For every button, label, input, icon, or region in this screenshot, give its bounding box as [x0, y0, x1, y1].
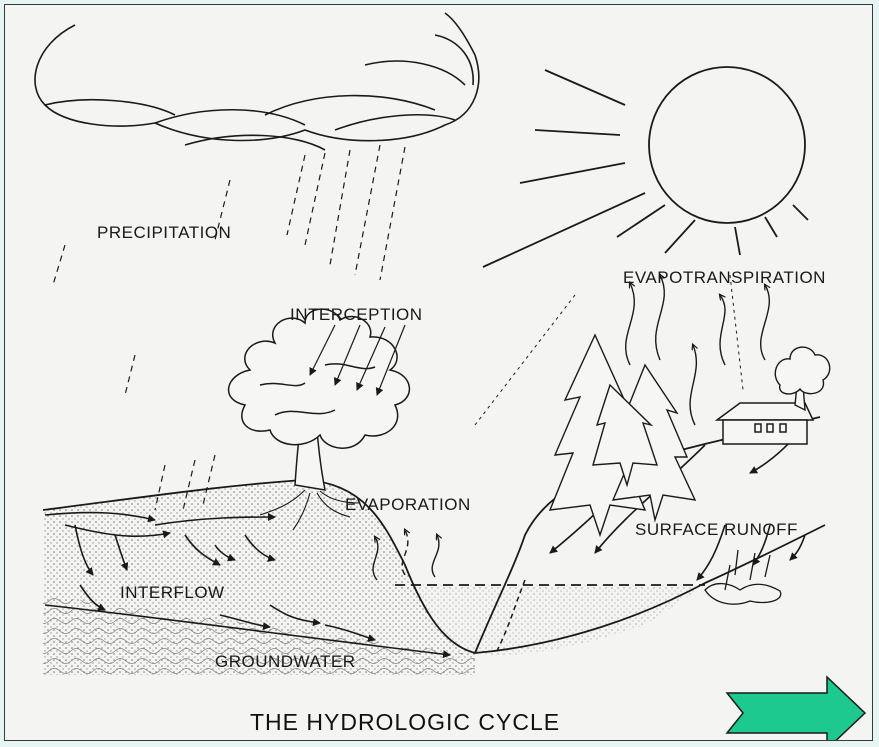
- label-interflow: INTERFLOW: [120, 583, 225, 602]
- sunlight-dotted-ray: [475, 295, 575, 425]
- label-evaporation: EVAPORATION: [345, 495, 471, 514]
- diagram-title: THE HYDROLOGIC CYCLE: [250, 709, 560, 735]
- sun: [483, 67, 808, 267]
- right-arrow-icon: [727, 677, 865, 741]
- label-interception: INTERCEPTION: [290, 305, 423, 324]
- cloud: [35, 13, 479, 150]
- house: [717, 403, 813, 444]
- sunlight-dotted-ray-house: [730, 275, 743, 390]
- label-surface-runoff: SURFACE RUNOFF: [635, 520, 798, 539]
- deciduous-tree: [229, 309, 410, 490]
- label-evapotranspiration: EVAPOTRANSPIRATION: [623, 268, 826, 287]
- label-groundwater: GROUNDWATER: [215, 652, 356, 671]
- hydrologic-cycle-diagram: PRECIPITATION INTERCEPTION EVAPOTRANSPIR…: [5, 5, 873, 741]
- next-arrow-button[interactable]: [727, 677, 865, 741]
- diagram-frame: PRECIPITATION INTERCEPTION EVAPOTRANSPIR…: [4, 4, 873, 741]
- small-tree: [775, 347, 829, 410]
- conifer-trees: [550, 335, 695, 535]
- label-precipitation: PRECIPITATION: [97, 223, 231, 242]
